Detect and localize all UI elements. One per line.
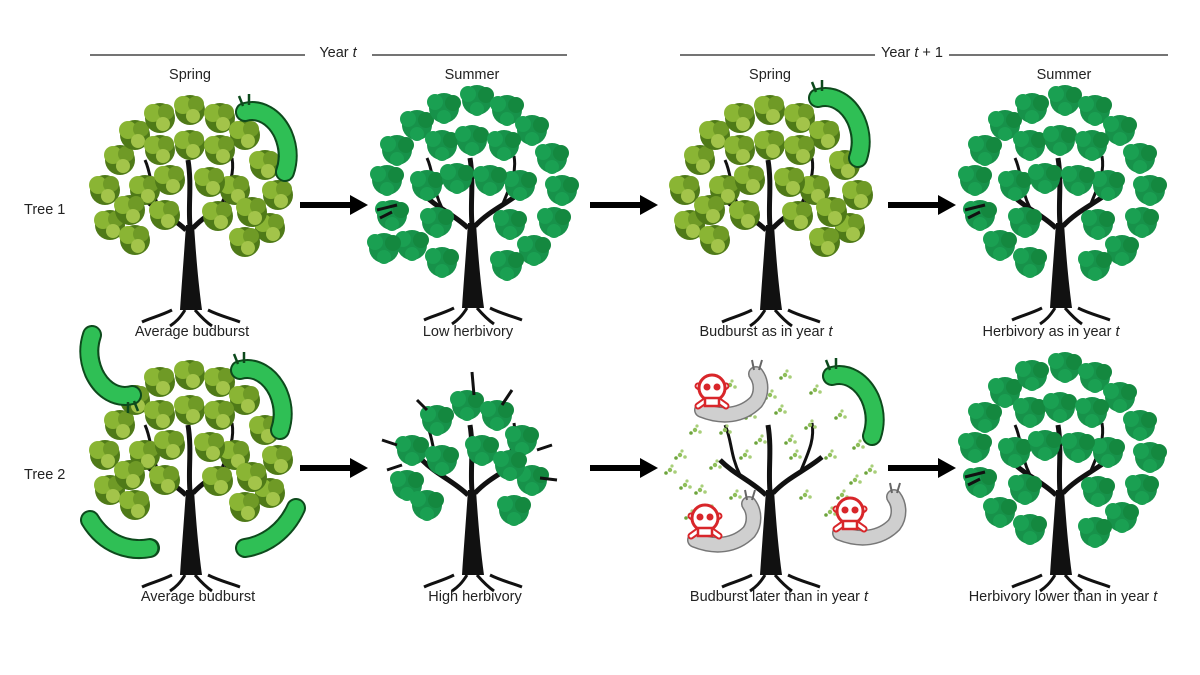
arrow-right-icon [888, 195, 956, 215]
caption-tree1-spring-t: Average budburst [134, 324, 250, 340]
caption-tree1-summer-t1: Herbivory as in year t [982, 324, 1120, 340]
caterpillar-icon [80, 510, 160, 559]
caterpillar-icon [235, 498, 306, 558]
arrow-right-icon [300, 195, 368, 215]
dead-caterpillar-skull-icon [698, 360, 762, 415]
arrow-right-icon [590, 458, 658, 478]
caption-tree2-summer-t1: Herbivory lower than in year t [968, 589, 1158, 605]
caption-tree1-spring-t1: Budburst as in year t [699, 324, 833, 340]
caterpillar-icon [89, 335, 138, 413]
dead-caterpillar-skull-icon [691, 490, 755, 545]
season-label-summer-t1: Summer [1036, 67, 1092, 83]
arrow-right-icon [300, 458, 368, 478]
caption-tree2-spring-t1: Budburst later than in year t [689, 589, 869, 605]
summer-oak-tree-icon [367, 85, 579, 324]
defoliated-tree-icon [381, 371, 558, 591]
caption-tree2-spring-t: Average budburst [140, 589, 256, 605]
year-t-label: Year t [313, 45, 363, 61]
row-label-tree-2: Tree 2 [24, 467, 66, 483]
summer-oak-tree-icon [958, 85, 1167, 324]
season-label-spring-t: Spring [169, 67, 211, 83]
late-budburst-tree-icon [664, 366, 877, 591]
caterpillar-icon [826, 358, 875, 436]
summer-oak-tree-icon [958, 352, 1167, 591]
arrow-right-icon [888, 458, 956, 478]
arrow-right-icon [590, 195, 658, 215]
caption-tree2-summer-t: High herbivory [428, 589, 522, 605]
year-t-plus-1-label: Year t + 1 [875, 45, 949, 61]
season-label-summer-t: Summer [444, 67, 500, 83]
spring-oak-tree-icon [89, 95, 293, 326]
dead-caterpillar-skull-icon [836, 483, 900, 538]
season-label-spring-t1: Spring [749, 67, 791, 83]
row-label-tree-1: Tree 1 [24, 202, 66, 218]
caption-tree1-summer-t: Low herbivory [422, 324, 514, 340]
spring-oak-tree-icon [669, 95, 873, 326]
